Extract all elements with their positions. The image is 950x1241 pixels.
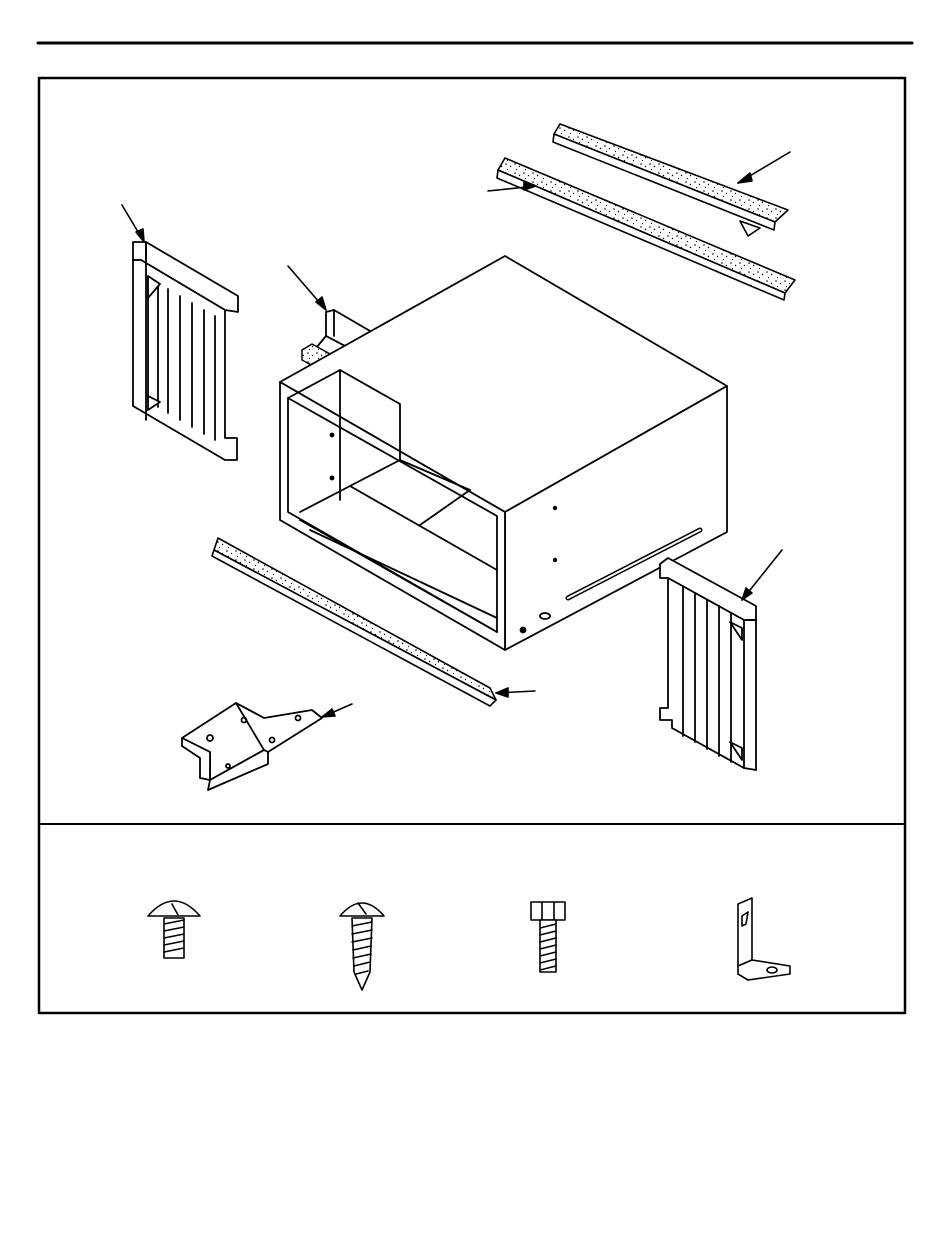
installation-parts-diagram bbox=[0, 0, 950, 1241]
